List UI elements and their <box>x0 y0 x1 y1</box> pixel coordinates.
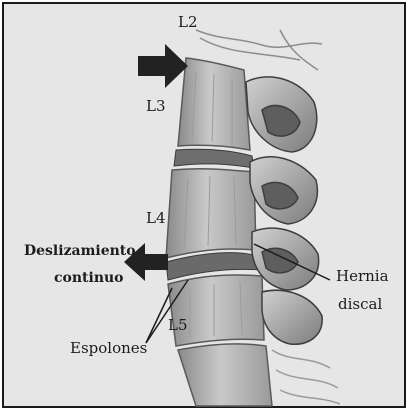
label-slip-line2: continuo <box>54 270 124 286</box>
label-hernia-line1: Hernia <box>336 268 389 284</box>
label-spurs: Espolones <box>70 340 147 356</box>
sacrum <box>178 344 272 406</box>
label-l4: L4 <box>146 210 166 226</box>
vertebra-l3 <box>178 58 250 150</box>
lower-tissue <box>272 350 340 404</box>
label-l3: L3 <box>146 98 166 114</box>
vertebra-l4 <box>166 169 256 258</box>
vertebra-l5 <box>168 275 264 346</box>
label-slip-line1: Deslizamiento <box>24 243 136 259</box>
label-l5: L5 <box>168 317 188 333</box>
right-arrow-icon <box>138 44 188 88</box>
label-hernia-line2: discal <box>338 296 382 312</box>
disc-l3-l4 <box>174 149 254 168</box>
label-l2: L2 <box>178 14 198 30</box>
